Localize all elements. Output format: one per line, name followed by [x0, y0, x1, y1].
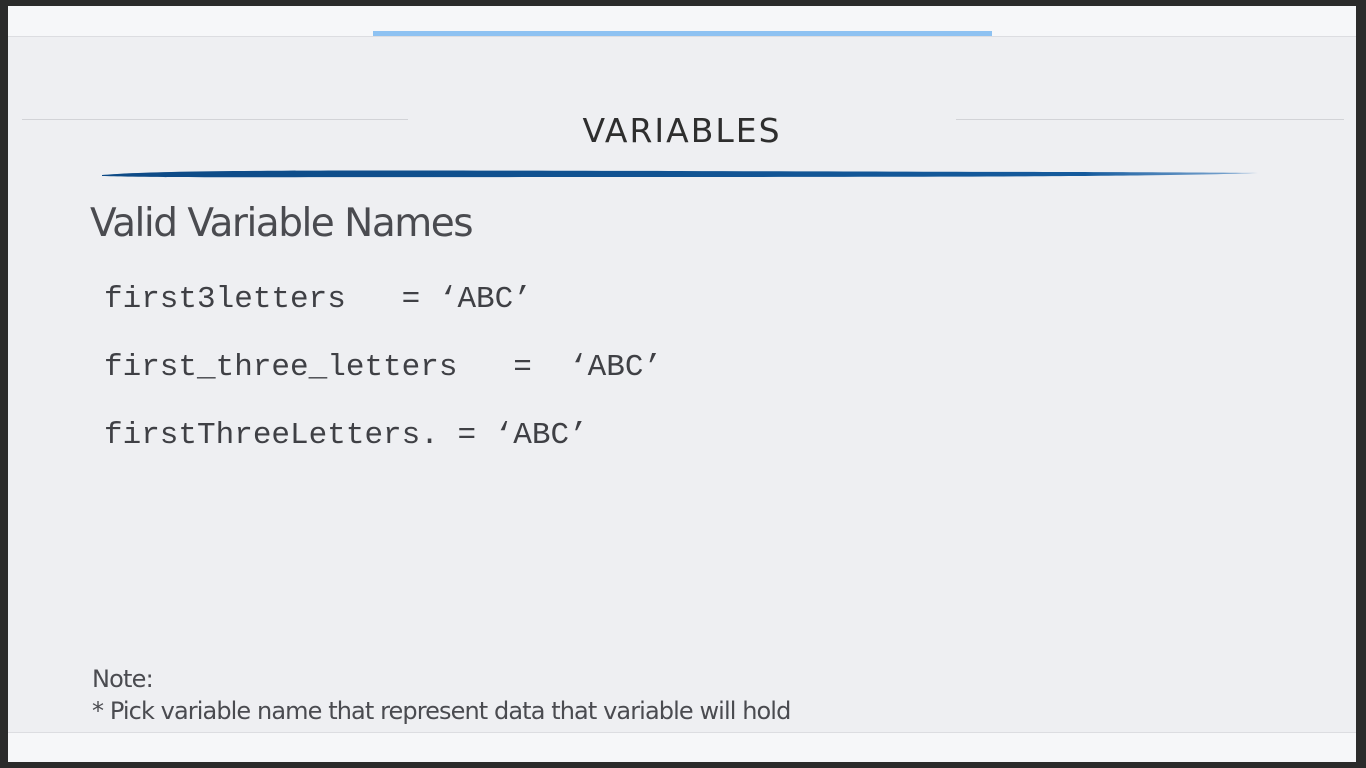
slide-subtitle: Valid Variable Names: [90, 201, 474, 246]
slide-canvas: VARIABLES Valid Variable Names first3let…: [8, 6, 1356, 762]
slide-bottom-band: [8, 732, 1356, 762]
code-line: first_three_letters = ‘ABC’: [104, 350, 663, 385]
note-label: Note:: [92, 665, 154, 693]
slide-progress-bar: [373, 31, 992, 36]
code-line: first3letters = ‘ABC’: [104, 282, 532, 317]
slide-title: VARIABLES: [582, 111, 782, 150]
title-underline-stroke: [102, 170, 1258, 178]
title-divider-right: [956, 119, 1344, 120]
code-line: firstThreeLetters. = ‘ABC’: [104, 418, 588, 453]
note-text: * Pick variable name that represent data…: [92, 697, 791, 725]
title-divider-left: [22, 119, 408, 120]
